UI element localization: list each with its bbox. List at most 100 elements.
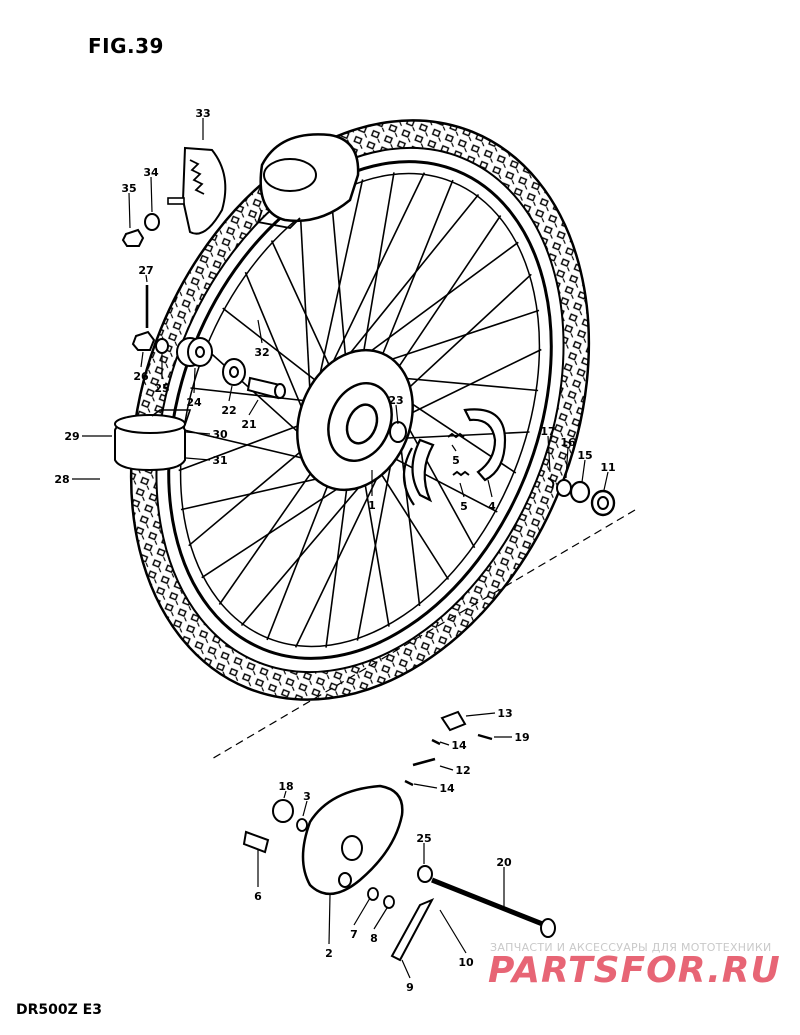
- spoke: [384, 375, 539, 392]
- spoke: [356, 450, 395, 641]
- callout-label: 10: [458, 956, 474, 969]
- callout-leader: [413, 783, 438, 789]
- callout-leader: [487, 479, 493, 498]
- callout-leader: [547, 435, 551, 473]
- callout-leader: [439, 765, 454, 771]
- seal-18: [272, 799, 294, 823]
- callout-label: 27: [138, 264, 153, 277]
- callout-label: 25: [416, 832, 431, 845]
- spacer-21: [246, 376, 286, 400]
- callout-leader: [451, 444, 457, 452]
- callout-leader: [193, 367, 196, 394]
- spoke: [299, 213, 312, 409]
- nut-26: [131, 330, 156, 351]
- spoke: [180, 473, 339, 511]
- model-code: DR500Z E3: [16, 1002, 102, 1018]
- spoke: [294, 464, 384, 648]
- spoke: [397, 431, 530, 440]
- spoke: [355, 241, 519, 363]
- spoke: [398, 410, 476, 549]
- callout-label: 30: [212, 428, 228, 441]
- callout-label: 4: [488, 500, 496, 513]
- callout-label: 26: [133, 370, 149, 383]
- washer-34: [144, 213, 160, 231]
- callout-leader: [128, 192, 131, 229]
- spoke: [339, 193, 480, 366]
- spoke: [326, 172, 426, 376]
- bearing-22: [222, 358, 246, 386]
- callout-leader: [228, 385, 233, 402]
- callout-leader: [150, 176, 153, 213]
- callout-label: 15: [577, 449, 592, 462]
- callout-leader: [283, 790, 287, 799]
- lever-9: [390, 898, 435, 962]
- callout-label: 6: [254, 890, 262, 903]
- watermark-logo: PARTSFOR.RU: [488, 950, 781, 991]
- right-axle-parts: [547, 477, 616, 517]
- figure-title: FIG.39: [88, 34, 164, 58]
- callout-leader: [248, 399, 259, 416]
- washers-7-8: [367, 887, 395, 909]
- spoke: [190, 387, 313, 403]
- callout-label: 25: [154, 382, 169, 395]
- tire-section-top: [256, 133, 360, 229]
- callout-label: 13: [497, 707, 512, 720]
- callout-label: 14: [439, 782, 455, 795]
- callout-label: 16: [560, 436, 576, 449]
- watermark-tagline: ЗАПЧАСТИ И АКСЕССУАРЫ ДЛЯ МОТОТЕХНИКИ: [490, 941, 772, 954]
- nut-35: [121, 228, 145, 247]
- brake-shoes: [402, 408, 507, 506]
- callout-label: 33: [195, 107, 210, 120]
- callout-leader: [353, 897, 371, 926]
- spoke: [218, 457, 322, 605]
- callout-leader: [257, 319, 263, 344]
- spoke: [389, 455, 498, 513]
- spoke: [398, 431, 421, 607]
- spoke: [201, 477, 355, 579]
- spoke: [270, 240, 333, 371]
- callout-label: 7: [350, 928, 358, 941]
- callout-leader: [140, 351, 144, 368]
- callout-leader: [439, 741, 450, 746]
- callout-label: 28: [54, 473, 69, 486]
- spoke: [396, 273, 532, 400]
- callout-label: 12: [455, 764, 470, 777]
- callout-leader: [439, 909, 467, 954]
- callout-leader: [328, 894, 331, 945]
- callout-label: 11: [600, 461, 615, 474]
- washer-25-lower: [417, 865, 433, 883]
- callout-leader: [401, 959, 411, 979]
- spoke: [315, 179, 364, 390]
- callout-label: 1: [368, 499, 376, 512]
- speedometer-gearbox: [167, 146, 227, 235]
- spoke: [240, 474, 371, 627]
- speedo-cable-parts: [404, 710, 493, 787]
- callout-leader: [465, 712, 496, 717]
- hub: [296, 348, 414, 492]
- callout-label: 8: [370, 932, 378, 945]
- spacer-24: [176, 337, 213, 367]
- callout-leader: [565, 446, 569, 479]
- callout-leader: [459, 482, 465, 498]
- brake-springs: [447, 432, 470, 477]
- callout-label: 35: [121, 182, 136, 195]
- callout-leader: [185, 431, 211, 435]
- axle-20: [431, 877, 556, 938]
- callout-label: 19: [514, 731, 529, 744]
- spoke: [244, 271, 312, 430]
- callout-label: 14: [451, 739, 467, 752]
- callout-leader: [302, 800, 308, 817]
- assembly-line: [209, 509, 636, 761]
- callout-label: 18: [278, 780, 293, 793]
- cam-6: [242, 830, 270, 854]
- washer-3: [296, 818, 308, 832]
- callout-label: 3: [303, 790, 311, 803]
- callout-label: 2: [325, 947, 333, 960]
- spoke: [371, 309, 540, 367]
- callout-label: 21: [241, 418, 256, 431]
- callout-label: 34: [143, 166, 159, 179]
- callout-label: 5: [460, 500, 468, 513]
